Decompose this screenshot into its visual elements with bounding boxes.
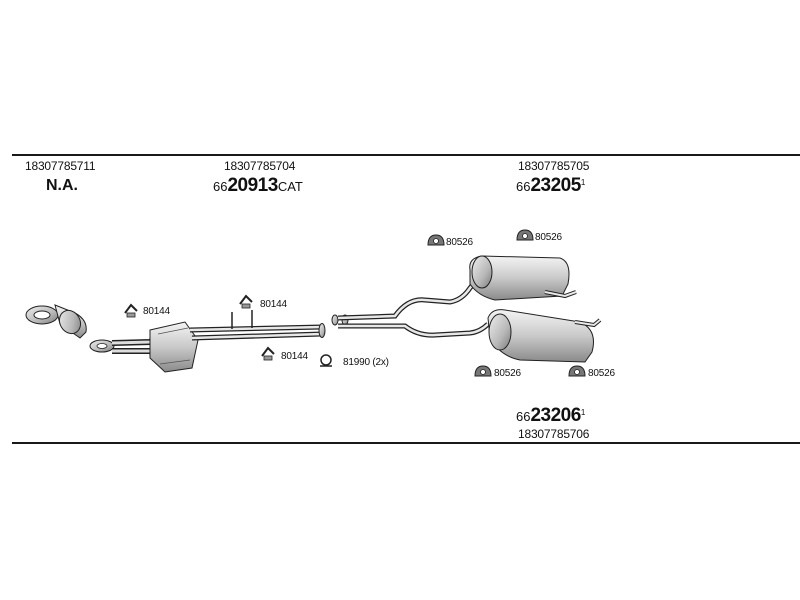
mount-label-1: 80526 — [446, 237, 473, 248]
rubber-mount-icon — [568, 365, 586, 377]
mount-label-4: 80526 — [588, 368, 615, 379]
front-catalytic-converter-icon — [25, 304, 87, 339]
article-prefix: 66 — [516, 179, 531, 194]
catalytic-converter-icon — [149, 321, 199, 373]
top-rule — [12, 154, 800, 156]
bottom-rule — [12, 442, 800, 444]
article-suffix: CAT — [277, 179, 303, 194]
rear-pipes-icon — [331, 280, 490, 338]
intermediate-pipes-icon — [189, 310, 326, 341]
article-number-3: 66232051 — [516, 176, 585, 195]
oe-number-4: 18307785706 — [518, 427, 590, 441]
mount-label-3: 80526 — [494, 368, 521, 379]
hanger-label-c: 80144 — [281, 351, 308, 362]
article-prefix: 66 — [516, 409, 531, 424]
article-suffix: 1 — [580, 408, 586, 417]
not-available-label: N.A. — [46, 177, 78, 194]
lower-rear-silencer-icon — [487, 309, 602, 363]
article-suffix: 1 — [580, 178, 586, 187]
upper-rear-silencer-icon — [469, 255, 577, 301]
article-prefix: 66 — [213, 179, 228, 194]
hanger-icon — [124, 303, 138, 318]
rubber-mount-icon — [516, 229, 534, 241]
article-main: 20913 — [227, 175, 278, 196]
article-main: 23206 — [530, 405, 581, 426]
hanger-label-b: 80144 — [260, 299, 287, 310]
pipe-clamp-icon — [320, 354, 332, 367]
rubber-mount-icon — [427, 234, 445, 246]
article-number-2: 6620913CAT — [213, 176, 303, 195]
hanger-label-a: 80144 — [143, 306, 170, 317]
oe-number-2: 18307785704 — [224, 159, 296, 173]
article-number-4: 66232061 — [516, 406, 585, 425]
hanger-icon — [239, 294, 253, 309]
oe-number-3: 18307785705 — [518, 159, 590, 173]
hanger-icon — [261, 346, 275, 361]
oe-number-1: 18307785711 — [25, 159, 96, 173]
mount-label-2: 80526 — [535, 232, 562, 243]
clamp-label: 81990 (2x) — [343, 357, 389, 368]
rubber-mount-icon — [474, 365, 492, 377]
article-main: 23205 — [530, 175, 581, 196]
